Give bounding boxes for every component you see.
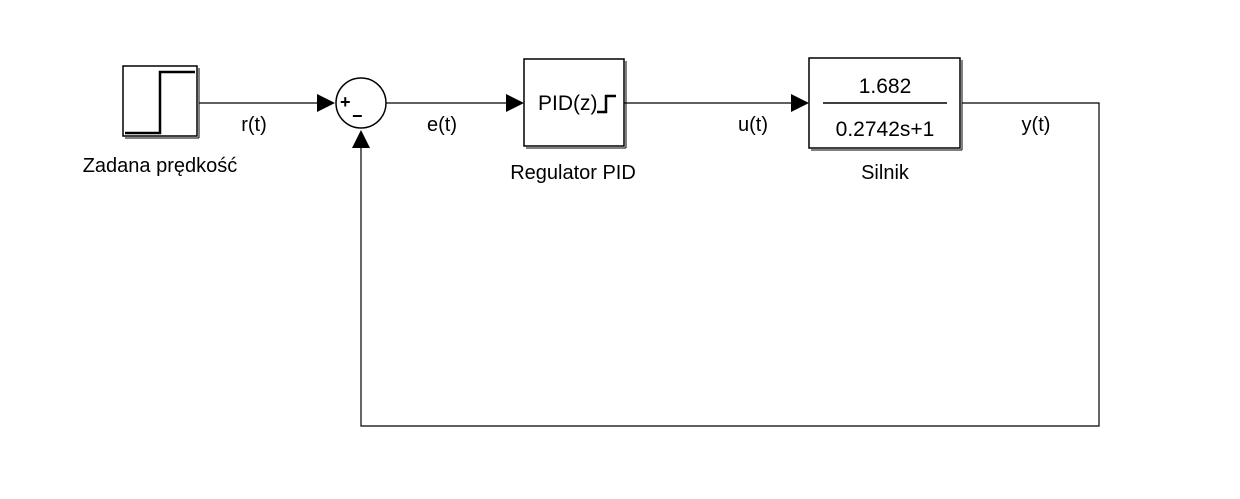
pid-block[interactable]: PID(z) xyxy=(523,58,627,149)
pid-step-icon xyxy=(597,94,616,114)
arrow-into-plant xyxy=(791,94,809,112)
plant-denominator: 0.2742s+1 xyxy=(836,118,935,141)
pid-label: Regulator PID xyxy=(510,162,636,184)
plant-label: Silnik xyxy=(861,162,910,184)
wire-feedback xyxy=(360,102,1100,427)
plant-block[interactable]: 1.682 0.2742s+1 xyxy=(808,57,963,151)
signal-e-label: e(t) xyxy=(427,114,457,136)
step-block[interactable] xyxy=(122,65,200,139)
sum-block[interactable]: + − xyxy=(335,77,387,129)
plant-numerator: 1.682 xyxy=(859,75,912,98)
step-icon xyxy=(125,70,195,135)
sum-plus-sign: + xyxy=(340,92,351,112)
arrow-into-pid xyxy=(506,94,524,112)
signal-y-label: y(t) xyxy=(1022,114,1051,136)
sum-minus-sign: − xyxy=(352,106,363,126)
signal-r-label: r(t) xyxy=(241,114,267,136)
signal-u-label: u(t) xyxy=(738,114,768,136)
arrow-into-sum xyxy=(317,94,335,112)
step-label: Zadana prędkość xyxy=(83,155,238,177)
arrow-feedback-into-sum xyxy=(352,130,370,148)
pid-content: PID(z) xyxy=(538,92,598,115)
